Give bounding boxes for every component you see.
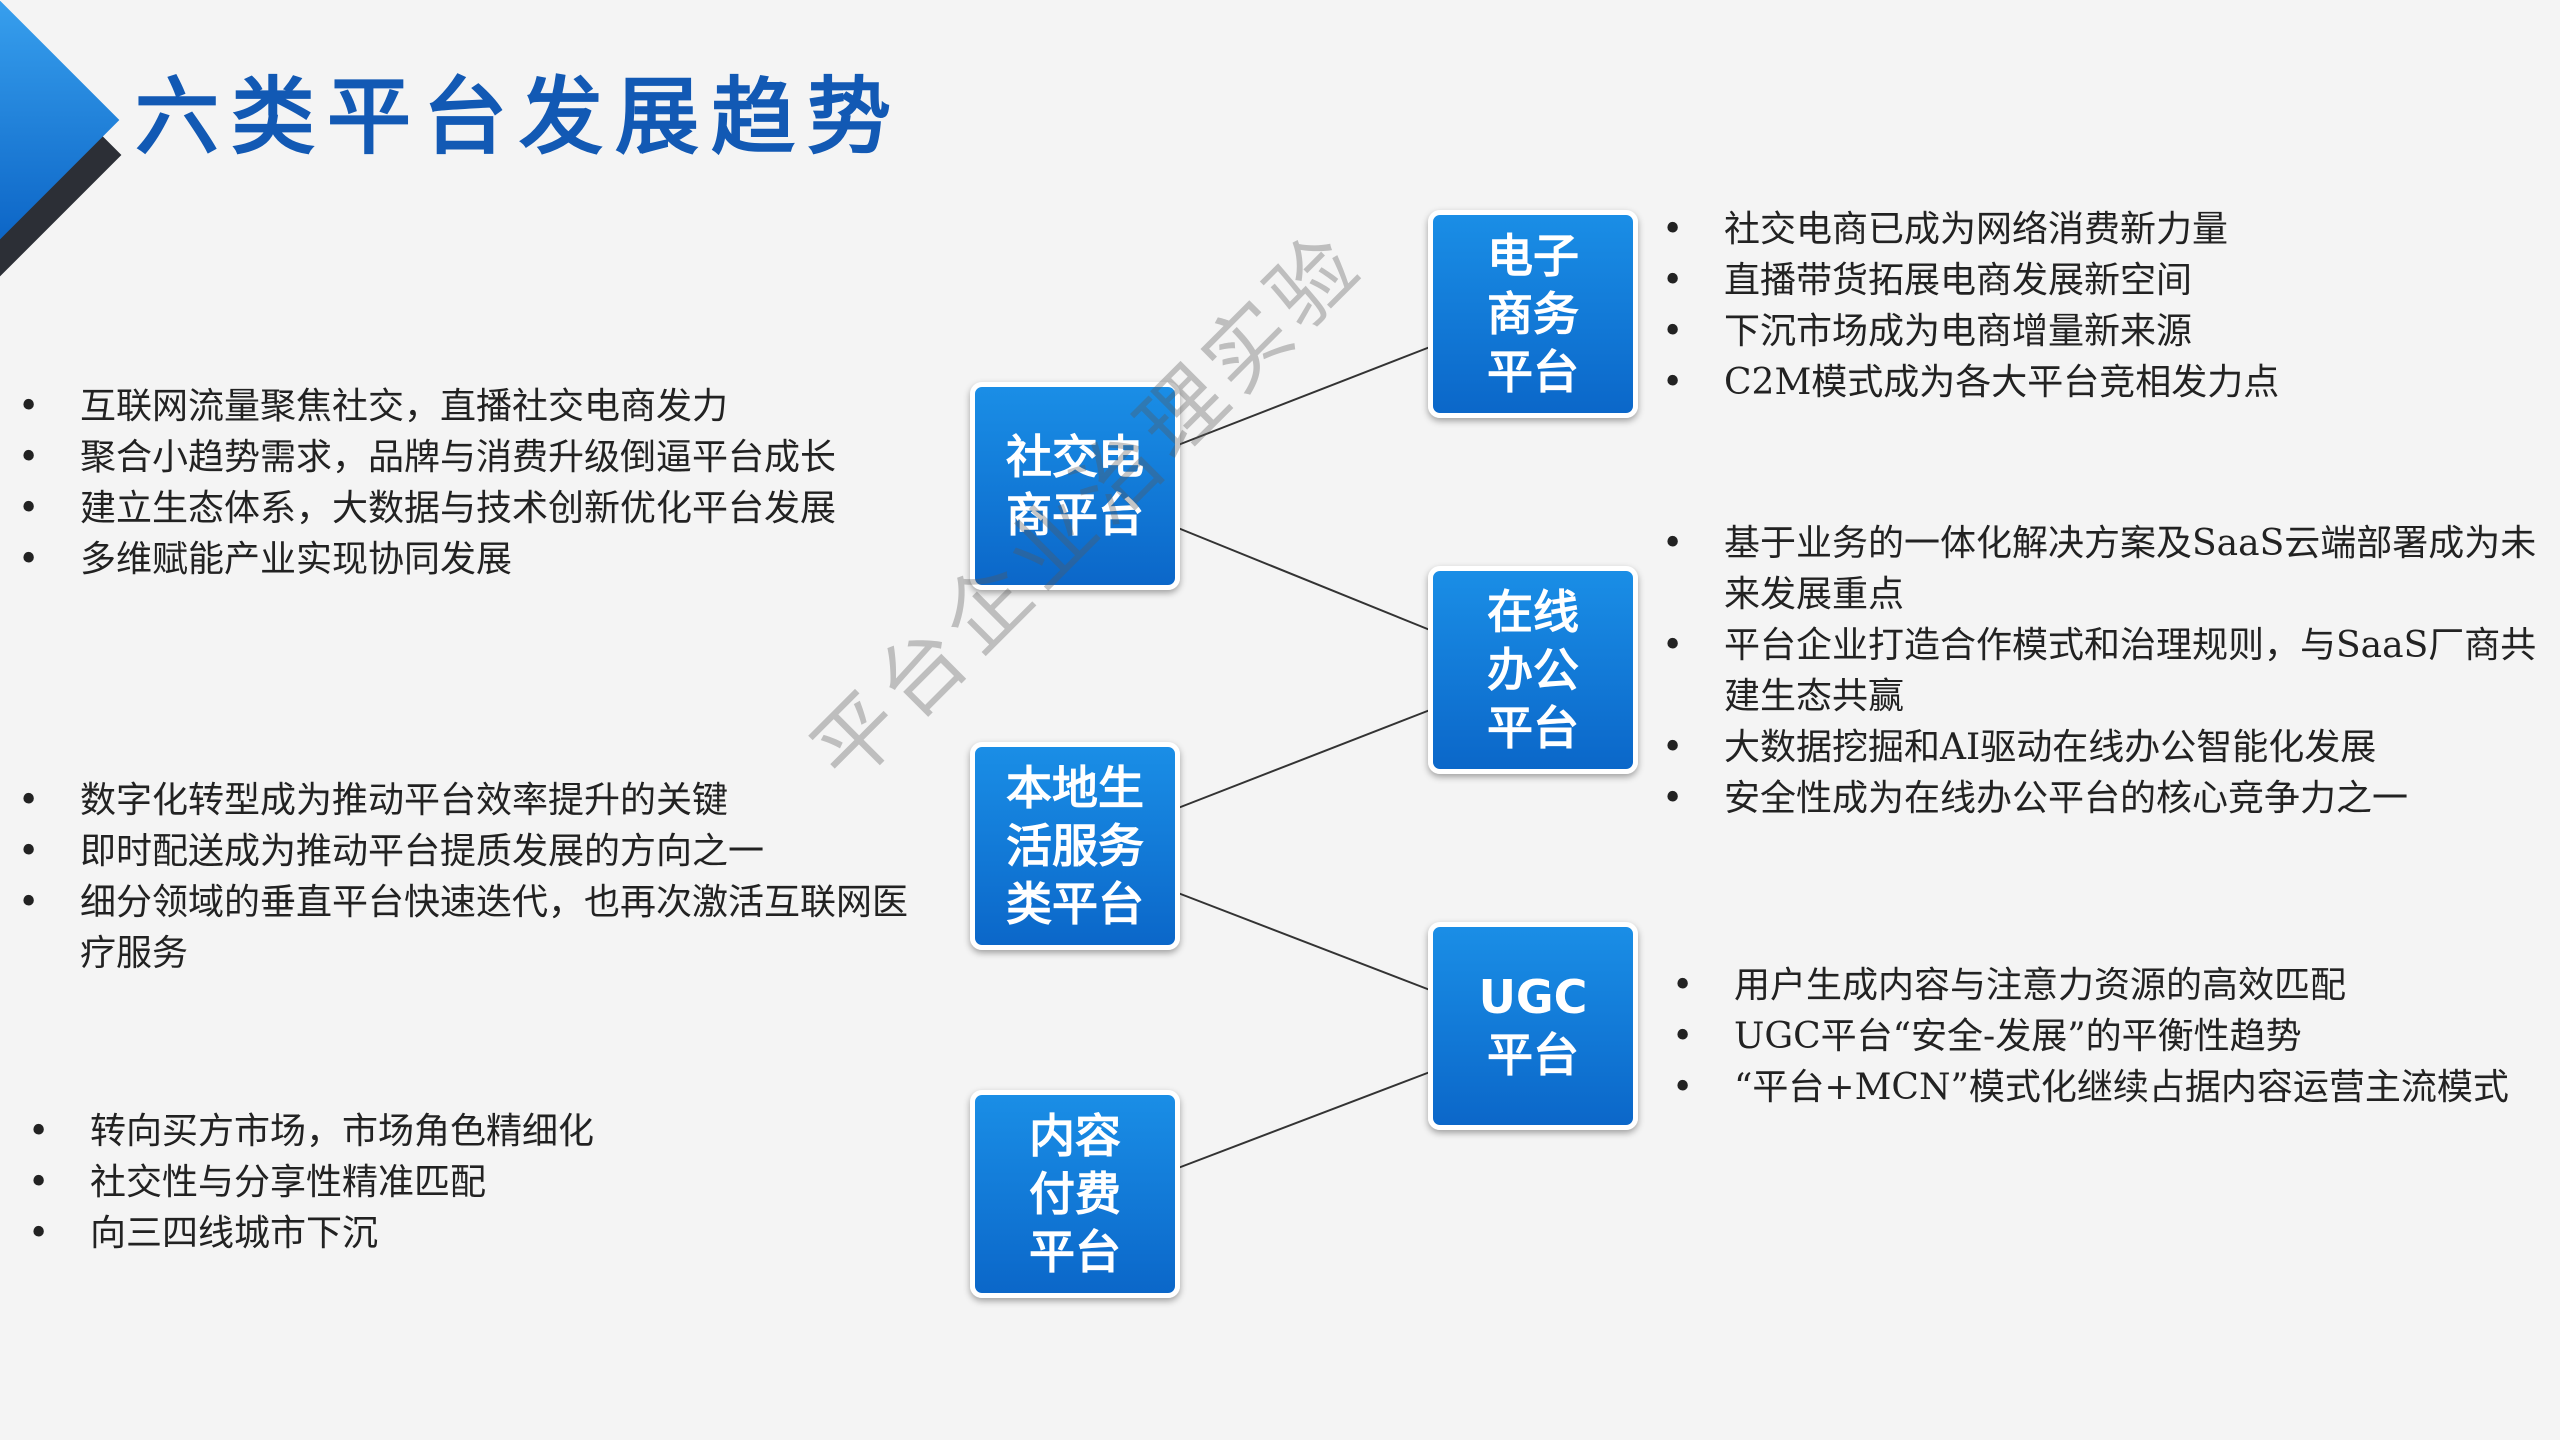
platform-box-local-services: 本地生 活服务 类平台 bbox=[970, 742, 1180, 950]
connector-social-ecommerce bbox=[1177, 346, 1431, 446]
list-item: 细分领域的垂直平台快速迭代，也再次激活互联网医疗服务 bbox=[18, 877, 938, 979]
list-item: 社交电商已成为网络消费新力量 bbox=[1662, 204, 2542, 255]
platform-label: 在线 办公 平台 bbox=[1487, 585, 1579, 755]
platform-label: UGC 平台 bbox=[1478, 970, 1588, 1082]
platform-box-online-office: 在线 办公 平台 bbox=[1428, 566, 1638, 774]
list-item: 直播带货拓展电商发展新空间 bbox=[1662, 255, 2542, 306]
list-item: 下沉市场成为电商增量新来源 bbox=[1662, 306, 2542, 357]
bullet-list-ugc: 用户生成内容与注意力资源的高效匹配 UGC平台“安全-发展”的平衡性趋势 “平台… bbox=[1672, 960, 2542, 1113]
bullet-list-social-ecommerce: 互联网流量聚焦社交，直播社交电商发力 聚合小趋势需求，品牌与消费升级倒逼平台成长… bbox=[18, 381, 973, 585]
list-item: 向三四线城市下沉 bbox=[28, 1208, 928, 1259]
connector-content-ugc bbox=[1177, 1071, 1431, 1169]
list-item: 安全性成为在线办公平台的核心竞争力之一 bbox=[1662, 773, 2547, 824]
list-item: 建立生态体系，大数据与技术创新优化平台发展 bbox=[18, 483, 973, 534]
platform-box-paid-content: 内容 付费 平台 bbox=[970, 1090, 1180, 1298]
platform-label: 本地生 活服务 类平台 bbox=[1006, 761, 1144, 931]
bullet-list-paid-content: 转向买方市场，市场角色精细化 社交性与分享性精准匹配 向三四线城市下沉 bbox=[28, 1106, 928, 1259]
connector-local-ugc bbox=[1177, 892, 1431, 991]
list-item: 聚合小趋势需求，品牌与消费升级倒逼平台成长 bbox=[18, 432, 973, 483]
list-item: 即时配送成为推动平台提质发展的方向之一 bbox=[18, 826, 938, 877]
bullet-list-ecommerce: 社交电商已成为网络消费新力量 直播带货拓展电商发展新空间 下沉市场成为电商增量新… bbox=[1662, 204, 2542, 408]
platform-box-social-ecommerce: 社交电 商平台 bbox=[970, 382, 1180, 590]
platform-label: 内容 付费 平台 bbox=[1029, 1109, 1121, 1279]
list-item: 互联网流量聚焦社交，直播社交电商发力 bbox=[18, 381, 973, 432]
platform-box-ugc: UGC 平台 bbox=[1428, 922, 1638, 1130]
platform-label: 社交电 商平台 bbox=[1006, 430, 1144, 542]
bullet-list-online-office: 基于业务的一体化解决方案及SaaS云端部署成为未来发展重点 平台企业打造合作模式… bbox=[1662, 518, 2547, 824]
list-item: 转向买方市场，市场角色精细化 bbox=[28, 1106, 928, 1157]
list-item: 平台企业打造合作模式和治理规则，与SaaS厂商共建生态共赢 bbox=[1662, 620, 2547, 722]
connector-social-office bbox=[1177, 527, 1431, 631]
connector-local-office bbox=[1177, 709, 1431, 809]
list-item: “平台+MCN”模式化继续占据内容运营主流模式 bbox=[1672, 1062, 2542, 1113]
list-item: 社交性与分享性精准匹配 bbox=[28, 1157, 928, 1208]
list-item: 用户生成内容与注意力资源的高效匹配 bbox=[1672, 960, 2542, 1011]
platform-label: 电子 商务 平台 bbox=[1487, 229, 1579, 399]
list-item: 基于业务的一体化解决方案及SaaS云端部署成为未来发展重点 bbox=[1662, 518, 2547, 620]
bullet-list-local-services: 数字化转型成为推动平台效率提升的关键 即时配送成为推动平台提质发展的方向之一 细… bbox=[18, 775, 938, 979]
list-item: 大数据挖掘和AI驱动在线办公智能化发展 bbox=[1662, 722, 2547, 773]
list-item: 多维赋能产业实现协同发展 bbox=[18, 534, 973, 585]
platform-box-ecommerce: 电子 商务 平台 bbox=[1428, 210, 1638, 418]
list-item: 数字化转型成为推动平台效率提升的关键 bbox=[18, 775, 938, 826]
page-title: 六类平台发展趋势 bbox=[135, 67, 904, 166]
list-item: C2M模式成为各大平台竞相发力点 bbox=[1662, 357, 2542, 408]
list-item: UGC平台“安全-发展”的平衡性趋势 bbox=[1672, 1011, 2542, 1062]
